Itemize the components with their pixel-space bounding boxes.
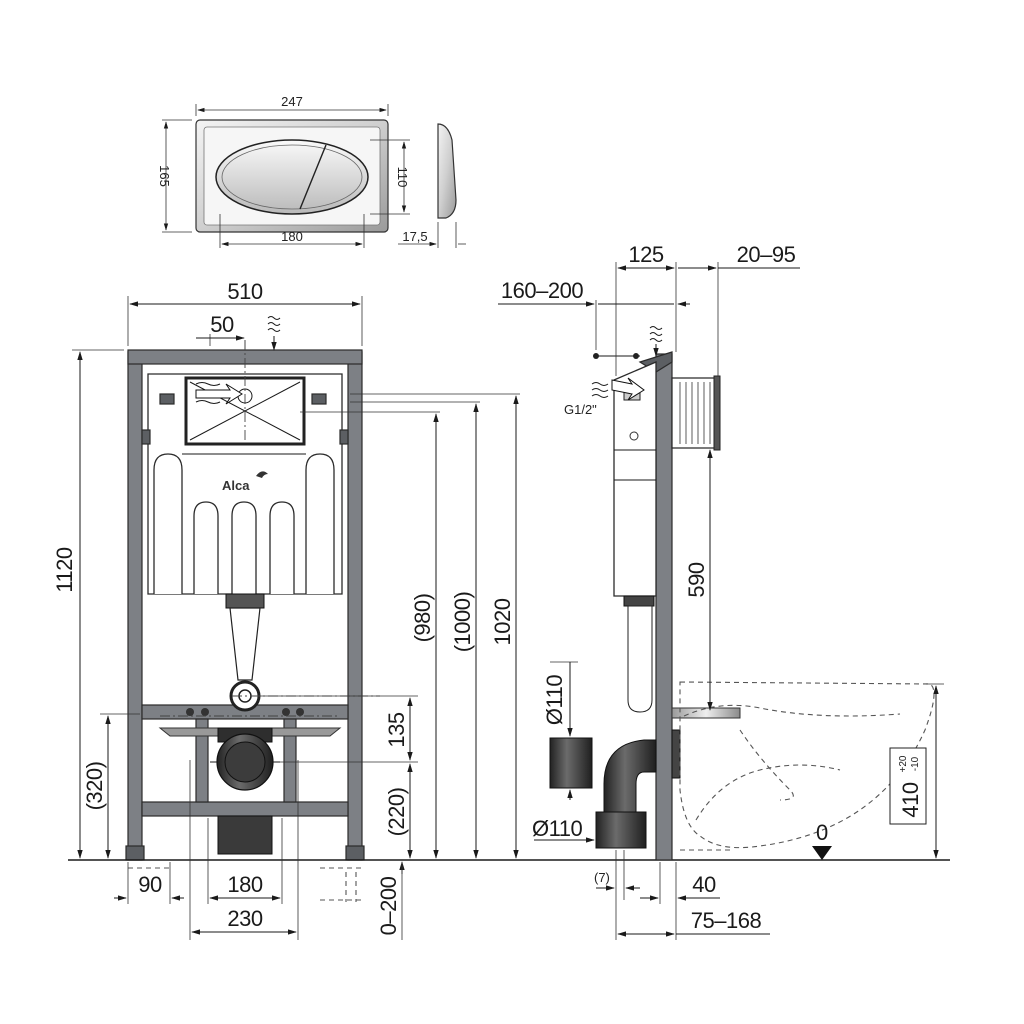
feet-adjust-label: 0–200 (376, 876, 401, 935)
dim-230-label: 230 (227, 906, 262, 931)
pipe-bottom-label: Ø110 (532, 816, 582, 841)
side-service-box (671, 377, 719, 449)
brand-logo: Alca (222, 478, 250, 493)
dim-180-label: 180 (227, 872, 262, 897)
frame-right-post (347, 351, 363, 861)
offset-50-label: 50 (210, 312, 234, 337)
dim-160-200-label: 160–200 (501, 278, 583, 303)
front-view: Alca 510 50 (52, 279, 950, 940)
flush-button-oval (215, 139, 369, 215)
bowl-height-label: 410 (898, 782, 923, 817)
frame-inner-strut-right (283, 718, 297, 803)
brand-logo-bird-icon (256, 471, 268, 478)
wc-bowl-outline (679, 681, 935, 849)
pipe-top-label: Ø110 (542, 675, 567, 725)
plate-height-label: 165 (157, 165, 172, 187)
dim-135-label: 135 (384, 712, 409, 747)
flush-plate-profile (437, 123, 457, 219)
side-drain-connector (549, 737, 593, 789)
dim-40-label: 40 (692, 872, 716, 897)
frame-inner-strut-left (195, 718, 209, 803)
dim-125-label: 125 (628, 242, 663, 267)
dim-590-label: 590 (684, 562, 709, 597)
side-flush-pipe (627, 605, 653, 713)
flush-plate-drawing: 247 165 110 180 17,5 (157, 94, 466, 248)
water-inlet-arrow (195, 383, 243, 405)
plate-inner-width-label: 180 (281, 229, 303, 244)
frame-width-label: 510 (227, 279, 262, 304)
dim-7-label: (7) (594, 870, 610, 885)
floor-level-marker (812, 846, 832, 860)
foot-right (345, 845, 365, 861)
flush-button-inner (221, 144, 363, 210)
height-1020-label: 1020 (490, 598, 515, 645)
bowl-tolerance-plus: +20 (898, 755, 909, 772)
plate-inner-height-label: 110 (395, 167, 410, 188)
frame-left-post (127, 351, 143, 861)
side-frame-post (655, 353, 673, 861)
frame-height-label: 1120 (52, 547, 77, 593)
side-drain-elbow (603, 739, 657, 813)
height-980-label: (980) (410, 594, 435, 643)
dim-75-168-label: 75–168 (691, 908, 762, 933)
dim-20-95-label: 20–95 (737, 242, 796, 267)
foot-left (125, 845, 145, 861)
flush-pipe (229, 607, 261, 681)
side-drain-outlet (595, 811, 647, 849)
dim-220-label: (220) (384, 788, 409, 837)
frame-bottom-rail (141, 801, 349, 817)
drain-elbow (217, 815, 273, 855)
plate-thickness-label: 17,5 (402, 229, 427, 244)
cistern-ribs (153, 453, 335, 594)
flush-button-divider (299, 144, 327, 210)
bowl-tolerance-minus: -10 (910, 756, 921, 771)
bowl-height-box (889, 747, 927, 825)
side-view: G1/2" 0 125 20–9 (498, 242, 944, 940)
side-cistern (613, 361, 657, 597)
water-supply-symbol (267, 316, 281, 332)
flush-pipe-collar (225, 593, 265, 609)
floor-level-label: 0 (816, 820, 828, 845)
dim-90-label: 90 (138, 872, 162, 897)
dim-320-label: (320) (82, 762, 107, 811)
thread-label: G1/2" (564, 402, 597, 417)
height-1000-label: (1000) (450, 592, 475, 653)
plate-width-label: 247 (281, 94, 303, 109)
